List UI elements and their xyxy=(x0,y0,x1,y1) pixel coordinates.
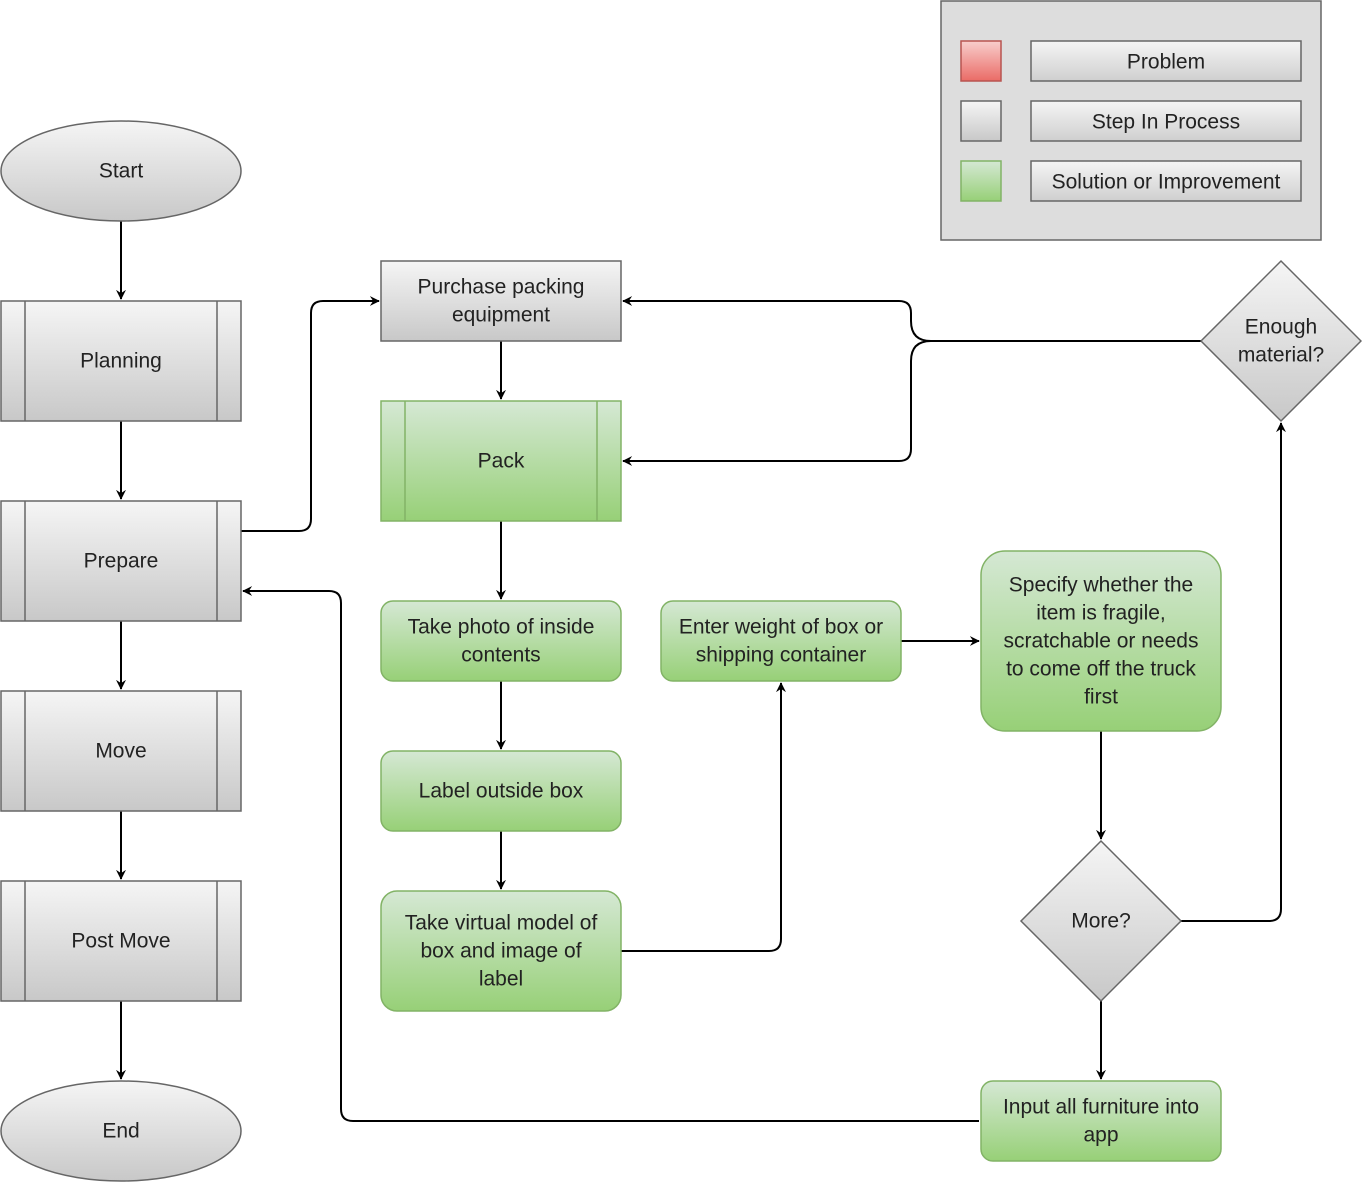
label-line: Enough xyxy=(1245,316,1317,339)
label-line: material? xyxy=(1238,344,1324,367)
legend-label-problem: Problem xyxy=(1127,51,1205,74)
label-line: More? xyxy=(1071,910,1131,933)
label-line: to come off the truck xyxy=(1006,658,1196,681)
move-shape xyxy=(0,690,242,812)
take-photo-label: Take photo of inside contents xyxy=(408,616,595,667)
node-virtual-model: Take virtual model of box and image of lab… xyxy=(380,890,622,1012)
start-label: Start xyxy=(99,160,144,183)
input-furniture-label: Input all furniture into app xyxy=(1003,1096,1199,1147)
virtual-model-label: Take virtual model of box and image of lab… xyxy=(405,912,598,991)
node-prepare: Prepare xyxy=(0,500,242,622)
legend-label-box-step xyxy=(1030,100,1302,142)
purchase-label: Purchase packing equipment xyxy=(418,276,585,327)
edge-enough-pack xyxy=(622,340,932,466)
label-line: Input all furniture into xyxy=(1003,1096,1199,1119)
specify-label: Specify whether the item is fragile, scrat… xyxy=(1004,574,1199,709)
label-box-shape xyxy=(380,750,622,832)
node-enough-material: Enough material? xyxy=(1199,259,1362,423)
label-line: Planning xyxy=(80,350,162,373)
node-start: Start xyxy=(0,120,242,222)
legend: Problem Step In Process Solution or Impr… xyxy=(940,0,1322,241)
node-pack: Pack xyxy=(380,400,622,522)
label-line: app xyxy=(1083,1124,1118,1147)
node-enter-weight: Enter weight of box or shipping container xyxy=(660,600,902,682)
edge-input-prepare xyxy=(242,586,979,1122)
input-furniture-shape xyxy=(980,1080,1222,1162)
purchase-shape xyxy=(380,260,622,342)
label-line: item is fragile, xyxy=(1036,602,1166,625)
node-more: More? xyxy=(1019,839,1183,1003)
enter-weight-shape xyxy=(660,600,902,682)
start-shape xyxy=(0,120,242,222)
edges xyxy=(116,221,1286,1122)
legend-label-box-solution xyxy=(1030,160,1302,202)
node-move: Move xyxy=(0,690,242,812)
specify-shape xyxy=(980,550,1222,732)
post-move-label: Post Move xyxy=(71,930,170,953)
pack-label: Pack xyxy=(478,450,525,473)
node-post-move: Post Move xyxy=(0,880,242,1002)
node-label-outside-box: Label outside box xyxy=(380,750,622,832)
enough-material-label: Enough material? xyxy=(1238,316,1324,367)
label-line: Start xyxy=(99,160,144,183)
label-line: contents xyxy=(461,644,540,667)
nodes: Start Planning Prepare Move Post xyxy=(0,120,1362,1182)
planning-label: Planning xyxy=(80,350,162,373)
label-box-label: Label outside box xyxy=(419,780,584,803)
label-line: equipment xyxy=(452,304,550,327)
label-line: Specify whether the xyxy=(1009,574,1193,597)
label-line: Enter weight of box or xyxy=(679,616,883,639)
label-line: Purchase packing xyxy=(418,276,585,299)
legend-swatch-solution xyxy=(960,160,1002,202)
label-line: Take photo of inside xyxy=(408,616,595,639)
label-line: Label outside box xyxy=(419,780,584,803)
legend-label-step: Step In Process xyxy=(1092,111,1240,134)
label-line: Move xyxy=(95,740,146,763)
label-line: End xyxy=(102,1120,139,1143)
planning-shape xyxy=(0,300,242,422)
prepare-shape xyxy=(0,500,242,622)
legend-label-solution: Solution or Improvement xyxy=(1052,171,1281,194)
take-photo-shape xyxy=(380,600,622,682)
enter-weight-label: Enter weight of box or shipping container xyxy=(679,616,883,667)
node-take-photo: Take photo of inside contents xyxy=(380,600,622,682)
edge-more-enough xyxy=(1181,422,1286,922)
edge-virtual-weight xyxy=(621,682,786,952)
end-shape xyxy=(0,1080,242,1182)
label-line: Take virtual model of xyxy=(405,912,598,935)
virtual-model-shape xyxy=(380,890,622,1012)
legend-swatch-step xyxy=(960,100,1002,142)
post-move-shape xyxy=(0,880,242,1002)
move-label: Move xyxy=(95,740,146,763)
label-line: Post Move xyxy=(71,930,170,953)
node-purchase-packing-equipment: Purchase packing equipment xyxy=(380,260,622,342)
prepare-label: Prepare xyxy=(84,550,159,573)
legend-label-box-problem xyxy=(1030,40,1302,82)
more-shape xyxy=(1019,839,1183,1003)
end-label: End xyxy=(102,1120,139,1143)
node-specify: Specify whether the item is fragile, scrat… xyxy=(980,550,1222,732)
node-end: End xyxy=(0,1080,242,1182)
pack-shape xyxy=(380,400,622,522)
label-line: label xyxy=(479,968,523,991)
label-line: first xyxy=(1084,686,1118,709)
node-planning: Planning xyxy=(0,300,242,422)
more-label: More? xyxy=(1071,910,1131,933)
legend-swatch-problem xyxy=(960,40,1002,82)
node-input-furniture: Input all furniture into app xyxy=(980,1080,1222,1162)
enough-material-shape xyxy=(1199,259,1362,423)
edge-enough-purchase xyxy=(622,296,1201,342)
label-line: Prepare xyxy=(84,550,159,573)
label-line: scratchable or needs xyxy=(1004,630,1199,653)
edge-prepare-purchase xyxy=(241,296,380,532)
label-line: shipping container xyxy=(696,644,866,667)
label-line: box and image of xyxy=(420,940,581,963)
label-line: Pack xyxy=(478,450,525,473)
